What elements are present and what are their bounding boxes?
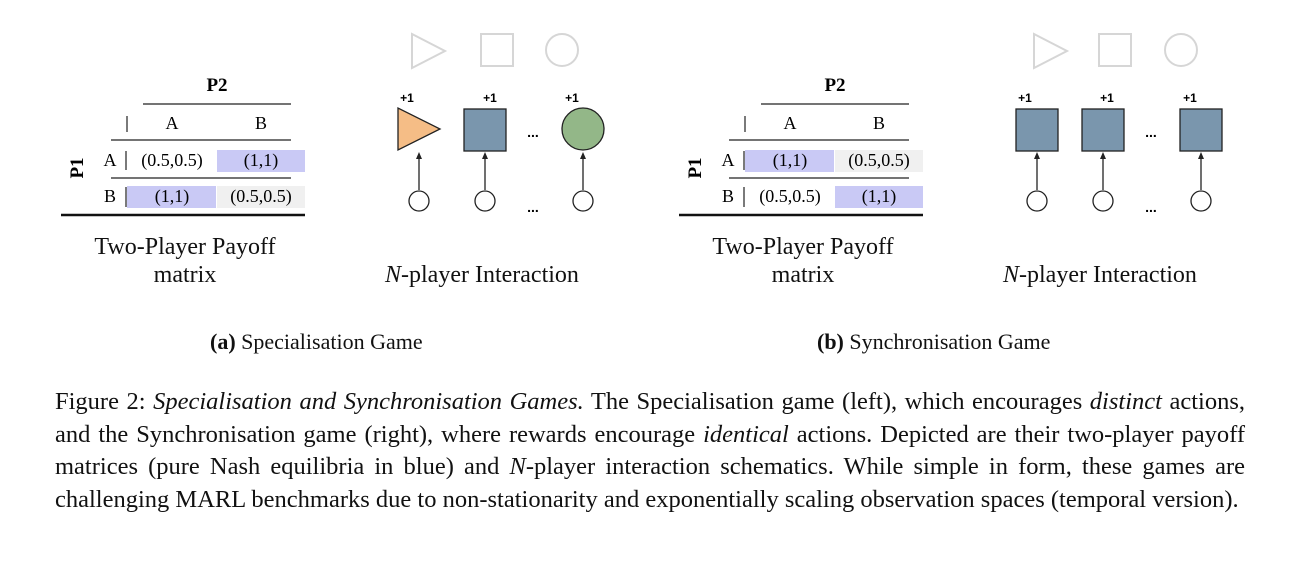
ghost-square-icon xyxy=(480,33,514,67)
agents-ellipsis: ... xyxy=(1145,124,1157,140)
col-player-label: P2 xyxy=(206,75,227,96)
reward-label-3: +1 xyxy=(1183,91,1197,105)
interaction-title-a: N-player Interaction xyxy=(385,262,579,289)
reward-label-3: +1 xyxy=(565,91,579,105)
row-action-a: A xyxy=(722,150,735,170)
agents-ellipsis: ... xyxy=(527,124,539,140)
agent-square-icon xyxy=(1179,108,1223,152)
figure-caption: Figure 2: Specialisation and Synchronisa… xyxy=(55,386,1245,516)
nodes-ellipsis: ... xyxy=(527,199,539,215)
cell-bb-text: (1,1) xyxy=(862,186,897,207)
cell-aa xyxy=(129,150,216,172)
matrix-title-a-line1: Two-Player Payoff xyxy=(94,234,276,260)
row-player-label: P1 xyxy=(67,157,88,178)
subcaption-a-text: Specialisation Game xyxy=(235,329,423,354)
subcaption-a: (a) Specialisation Game xyxy=(210,329,423,355)
caption-part3: actions. Depicted are their two-player p… xyxy=(55,420,1245,481)
agent-circle-icon xyxy=(561,107,605,151)
nodes-ellipsis: ... xyxy=(1145,199,1157,215)
col-player-label: P2 xyxy=(824,75,845,96)
agent-square-icon xyxy=(1015,108,1059,152)
matrix-title-b-line1: Two-Player Payoff xyxy=(712,234,894,260)
reward-label-1: +1 xyxy=(400,91,414,105)
cell-ba-text: (1,1) xyxy=(155,186,190,207)
cell-bb xyxy=(217,186,305,208)
cell-bb-text: (0.5,0.5) xyxy=(230,186,292,207)
interaction-title-b: N-player Interaction xyxy=(1003,262,1197,289)
observation-node-3 xyxy=(572,190,594,212)
reward-label-1: +1 xyxy=(1018,91,1032,105)
matrix-title-b-line2: matrix xyxy=(771,262,835,288)
col-action-b: B xyxy=(873,113,885,133)
caption-part4: -player interaction schematics. While si… xyxy=(55,453,1246,513)
row-action-b: B xyxy=(104,186,116,206)
ghost-circle-icon xyxy=(545,33,579,67)
subcaption-b-letter: (b) xyxy=(817,329,844,354)
reward-label-2: +1 xyxy=(483,91,497,105)
row-player-label: P1 xyxy=(685,157,706,178)
subcaption-b-text: Synchronisation Game xyxy=(843,329,1051,354)
interaction-title-b-text: -player Interaction xyxy=(1019,262,1197,288)
cell-ba-text: (0.5,0.5) xyxy=(759,186,821,207)
subcaption-a-letter: (a) xyxy=(210,329,236,354)
n-var: N xyxy=(385,262,402,288)
n-var: N xyxy=(1003,262,1020,288)
row-action-a: A xyxy=(104,150,117,170)
cell-ba xyxy=(127,186,216,208)
observation-node-2 xyxy=(474,190,496,212)
col-action-b: B xyxy=(255,113,267,133)
interaction-title-a-text: -player Interaction xyxy=(401,262,579,288)
ghost-circle-icon xyxy=(1164,33,1198,67)
ghost-square-icon xyxy=(1098,33,1132,67)
subcaption-b: (b) Synchronisation Game xyxy=(817,329,1050,355)
cell-ab-text: (0.5,0.5) xyxy=(848,150,910,171)
cell-aa-text: (0.5,0.5) xyxy=(141,150,203,171)
cell-ba xyxy=(747,186,834,208)
agent-square-icon xyxy=(463,108,507,152)
caption-part2: actions, and the Synchronisation game (r… xyxy=(55,388,1245,448)
payoff-matrix-b: P2 A B P1 A (1,1) (0.5,0.5) B (0.5,0.5) … xyxy=(679,75,923,217)
ghost-triangle-icon xyxy=(411,32,448,70)
cell-aa xyxy=(745,150,834,172)
observation-node-1 xyxy=(1026,190,1048,212)
caption-identical: identical xyxy=(703,420,789,448)
cell-aa-text: (1,1) xyxy=(773,150,808,171)
matrix-title-b: Two-Player Payoff matrix xyxy=(673,233,933,289)
reward-label-2: +1 xyxy=(1100,91,1114,105)
cell-ab xyxy=(217,150,305,172)
payoff-matrix-a: P2 A B P1 A (0.5,0.5) (1,1) B (1,1) (0.5… xyxy=(61,75,305,217)
cell-ab-text: (1,1) xyxy=(244,150,279,171)
observation-node-2 xyxy=(1092,190,1114,212)
cell-bb xyxy=(835,186,923,208)
row-action-b: B xyxy=(722,186,734,206)
caption-prefix: Figure 2: xyxy=(55,388,154,415)
ghost-triangle-icon xyxy=(1033,32,1070,70)
caption-title: Specialisation and Synchronisation Games… xyxy=(153,388,584,415)
caption-n-var: N xyxy=(509,453,526,480)
col-action-a: A xyxy=(784,113,797,133)
matrix-title-a-line2: matrix xyxy=(153,262,217,288)
caption-distinct: distinct xyxy=(1089,388,1162,415)
interaction-schematic-b: +1 +1 +1 ... ... xyxy=(1015,32,1223,215)
cell-ab xyxy=(835,150,923,172)
agent-square-icon xyxy=(1081,108,1125,152)
observation-node-1 xyxy=(408,190,430,212)
matrix-title-a: Two-Player Payoff matrix xyxy=(55,233,315,289)
interaction-schematic-a: +1 +1 +1 ... ... xyxy=(397,32,605,215)
col-action-a: A xyxy=(166,113,179,133)
agent-triangle-icon xyxy=(397,106,442,152)
caption-part1: The Specialisation game (left), which en… xyxy=(583,388,1090,415)
observation-node-3 xyxy=(1190,190,1212,212)
